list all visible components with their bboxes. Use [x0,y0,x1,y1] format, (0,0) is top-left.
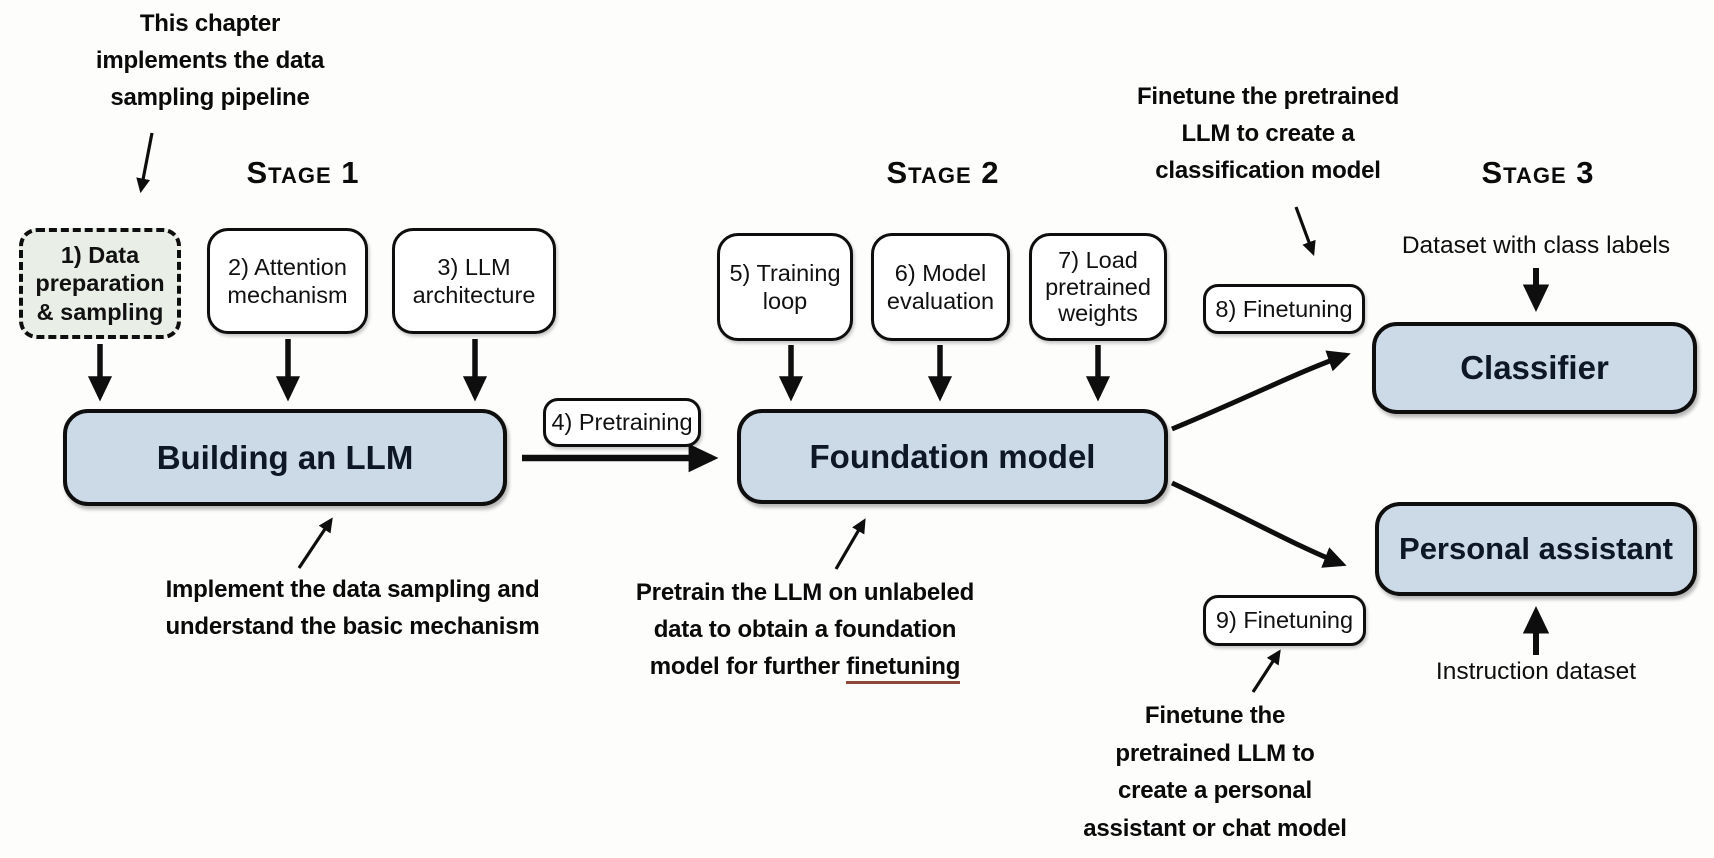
box-6-model-evaluation: 6) Model evaluation [871,233,1010,341]
box-1-data-preparation: 1) Data preparation & sampling [19,228,181,339]
chapter-note: This chapter implements the data samplin… [95,10,325,111]
arrow-foundation-to-classifier [1171,350,1351,432]
box-9-finetuning: 9) Finetuning [1203,595,1366,646]
classification-note: Finetune the pretrained LLM to create a … [1136,83,1400,184]
stage-1-heading: Stage 1 [246,155,360,190]
personal-assistant-box: Personal assistant [1375,502,1697,596]
box-2-attention-mechanism: 2) Attention mechanism [207,228,368,334]
stage-3-heading: Stage 3 [1481,155,1595,190]
classifier-box: Classifier [1372,322,1697,414]
box-4-pretraining: 4) Pretraining [543,398,701,447]
pretrain-note-line3: model for further finetuning [590,649,1020,686]
arrow-classification-note-to-finetuning8 [1294,206,1316,257]
box-5-training-loop: 5) Training loop [717,233,853,341]
foundation-model-box: Foundation model [737,409,1168,504]
pretrain-note-line2: data to obtain a foundation [653,615,957,643]
arrow-pretrain-note-to-foundation [834,518,866,570]
box-7-load-pretrained-weights: 7) Load pretrained weights [1029,233,1167,341]
box-8-finetuning: 8) Finetuning [1203,284,1365,334]
arrow-foundation-to-assistant [1170,480,1347,568]
pretrain-note-misspelled-word: finetuning [846,652,960,684]
pretrain-note: Pretrain the LLM on unlabeled data to ob… [590,575,1020,686]
dataset-with-class-labels: Dataset with class labels [1401,232,1671,259]
stage1-note: Implement the data sampling and understa… [165,576,540,640]
building-an-llm-box: Building an LLM [63,409,507,506]
pretrain-note-line1: Pretrain the LLM on unlabeled [635,579,975,606]
arrow-stage1-note-to-building [297,517,333,569]
arrow-chapter-note-to-box1 [136,132,154,194]
box-3-llm-architecture: 3) LLM architecture [392,228,556,334]
pretrain-note-line3-prefix: model for further [649,652,847,680]
assistant-note: Finetune the pretrained LLM to create a … [1083,702,1347,843]
instruction-dataset: Instruction dataset [1435,658,1637,685]
arrow-assistant-note-to-finetuning9 [1251,649,1281,693]
stage-2-heading: Stage 2 [886,155,1000,190]
